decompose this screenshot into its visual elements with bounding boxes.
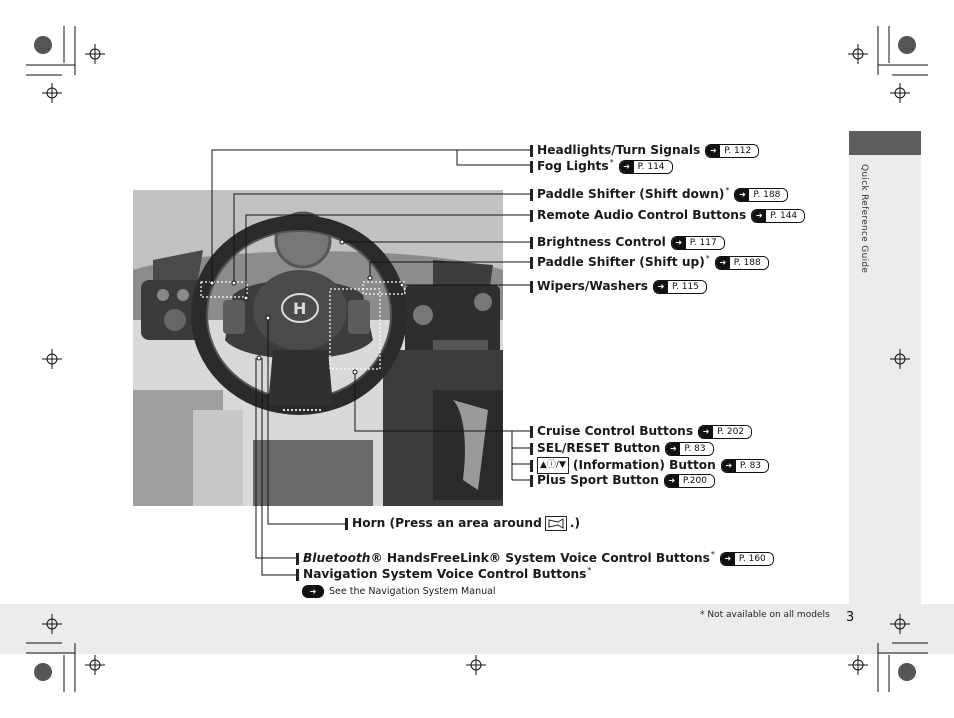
- footnote-star: *: [711, 547, 715, 562]
- label-bar: [530, 475, 533, 487]
- wipers-text: Wipers/Washers: [537, 279, 648, 294]
- label-bar: [530, 426, 533, 438]
- navigation-text: Navigation System Voice Control Buttons: [303, 567, 586, 582]
- label-bar: [530, 460, 533, 472]
- label-bluetooth: Bluetooth ® HandsFreeLink® System Voice …: [296, 551, 774, 566]
- page-ref-link[interactable]: ➜P. 114: [619, 160, 673, 174]
- label-bar: [530, 237, 533, 249]
- page-ref-text: P.200: [679, 475, 714, 487]
- bluetooth-brand: Bluetooth: [303, 551, 370, 566]
- page-ref-link[interactable]: ➜P. 117: [671, 236, 725, 250]
- label-bar: [530, 189, 533, 201]
- label-paddle-down: Paddle Shifter (Shift down)* ➜P. 188: [530, 187, 788, 202]
- label-fog-lights: Fog Lights* ➜P. 114: [530, 159, 673, 174]
- page-ref-text: P. 160: [735, 553, 773, 565]
- page-ref-text: P. 83: [680, 443, 712, 455]
- paddle-down-text: Paddle Shifter (Shift down): [537, 187, 724, 202]
- horn-text-end: .): [570, 516, 580, 531]
- label-paddle-up: Paddle Shifter (Shift up)* ➜P. 188: [530, 255, 769, 270]
- page-ref-link[interactable]: ➜P. 188: [715, 256, 769, 270]
- arrow-icon: ➜: [721, 553, 735, 565]
- page-ref-text: P. 115: [668, 281, 706, 293]
- bluetooth-text: ® HandsFreeLink® System Voice Control Bu…: [370, 551, 709, 566]
- page-ref-link[interactable]: ➜P. 202: [698, 425, 752, 439]
- label-sel-reset: SEL/RESET Button ➜P. 83: [530, 441, 714, 456]
- cruise-text: Cruise Control Buttons: [537, 424, 693, 439]
- page-ref-text: P. 188: [749, 189, 787, 201]
- page-ref-text: P. 112: [720, 145, 758, 157]
- arrow-icon: ➜: [706, 145, 720, 157]
- arrow-icon: ➜: [654, 281, 668, 293]
- page-ref-text: P. 144: [766, 210, 804, 222]
- headlights-text: Headlights/Turn Signals: [537, 143, 700, 158]
- label-bar: [530, 443, 533, 455]
- nav-manual-text: See the Navigation System Manual: [329, 586, 496, 597]
- page-ref-link[interactable]: ➜P. 112: [705, 144, 759, 158]
- arrow-icon: ➜: [722, 460, 736, 472]
- arrow-icon: ➜: [665, 475, 679, 487]
- footnote-star: *: [610, 155, 614, 170]
- page-ref-link[interactable]: ➜P. 160: [720, 552, 774, 566]
- paddle-up-text: Paddle Shifter (Shift up): [537, 255, 705, 270]
- page-ref-link[interactable]: ➜P.200: [664, 474, 715, 488]
- page-ref-link[interactable]: ➜P. 188: [734, 188, 788, 202]
- nav-manual-note: ➜ See the Navigation System Manual: [302, 585, 496, 598]
- info-button-icon: ▲ⓘ/▼: [537, 457, 569, 474]
- label-bar: [296, 553, 299, 565]
- arrow-icon[interactable]: ➜: [302, 585, 324, 598]
- brightness-text: Brightness Control: [537, 235, 666, 250]
- page-number: 3: [846, 610, 854, 625]
- page-ref-text: P. 114: [634, 161, 672, 173]
- arrow-icon: ➜: [620, 161, 634, 173]
- footnote-star: *: [725, 183, 729, 198]
- arrow-icon: ➜: [735, 189, 749, 201]
- label-information: ▲ⓘ/▼ (Information) Button ➜P. 83: [530, 457, 769, 474]
- page-ref-link[interactable]: ➜P. 83: [721, 459, 769, 473]
- information-text: (Information) Button: [573, 458, 716, 473]
- label-wipers: Wipers/Washers ➜P. 115: [530, 279, 707, 294]
- arrow-icon: ➜: [752, 210, 766, 222]
- label-brightness: Brightness Control ➜P. 117: [530, 235, 725, 250]
- plus-sport-text: Plus Sport Button: [537, 473, 659, 488]
- page-ref-text: P. 188: [730, 257, 768, 269]
- page-ref-link[interactable]: ➜P. 115: [653, 280, 707, 294]
- page-ref-text: P. 202: [713, 426, 751, 438]
- arrow-icon: ➜: [716, 257, 730, 269]
- label-bar: [530, 161, 533, 173]
- label-remote-audio: Remote Audio Control Buttons ➜P. 144: [530, 208, 805, 223]
- page-ref-text: P. 83: [736, 460, 768, 472]
- remote-audio-text: Remote Audio Control Buttons: [537, 208, 746, 223]
- horn-icon: [545, 516, 567, 531]
- page-ref-text: P. 117: [686, 237, 724, 249]
- label-bar: [530, 257, 533, 269]
- arrow-icon: ➜: [672, 237, 686, 249]
- label-navigation: Navigation System Voice Control Buttons*: [296, 567, 591, 582]
- label-bar: [345, 518, 348, 530]
- footnote-star: *: [706, 251, 710, 266]
- label-bar: [296, 569, 299, 581]
- horn-text: Horn (Press an area around: [352, 516, 542, 531]
- page-ref-link[interactable]: ➜P. 144: [751, 209, 805, 223]
- footnote-star: *: [587, 563, 591, 578]
- label-bar: [530, 281, 533, 293]
- footnote: * Not available on all models: [700, 610, 830, 620]
- label-horn: Horn (Press an area around .): [345, 516, 580, 531]
- fog-text: Fog Lights: [537, 159, 609, 174]
- label-plus-sport: Plus Sport Button ➜P.200: [530, 473, 715, 488]
- sel-reset-text: SEL/RESET Button: [537, 441, 660, 456]
- arrow-icon: ➜: [666, 443, 680, 455]
- arrow-icon: ➜: [699, 426, 713, 438]
- label-bar: [530, 210, 533, 222]
- page-ref-link[interactable]: ➜P. 83: [665, 442, 713, 456]
- label-bar: [530, 145, 533, 157]
- label-cruise: Cruise Control Buttons ➜P. 202: [530, 424, 752, 439]
- label-headlights: Headlights/Turn Signals ➜P. 112: [530, 143, 759, 158]
